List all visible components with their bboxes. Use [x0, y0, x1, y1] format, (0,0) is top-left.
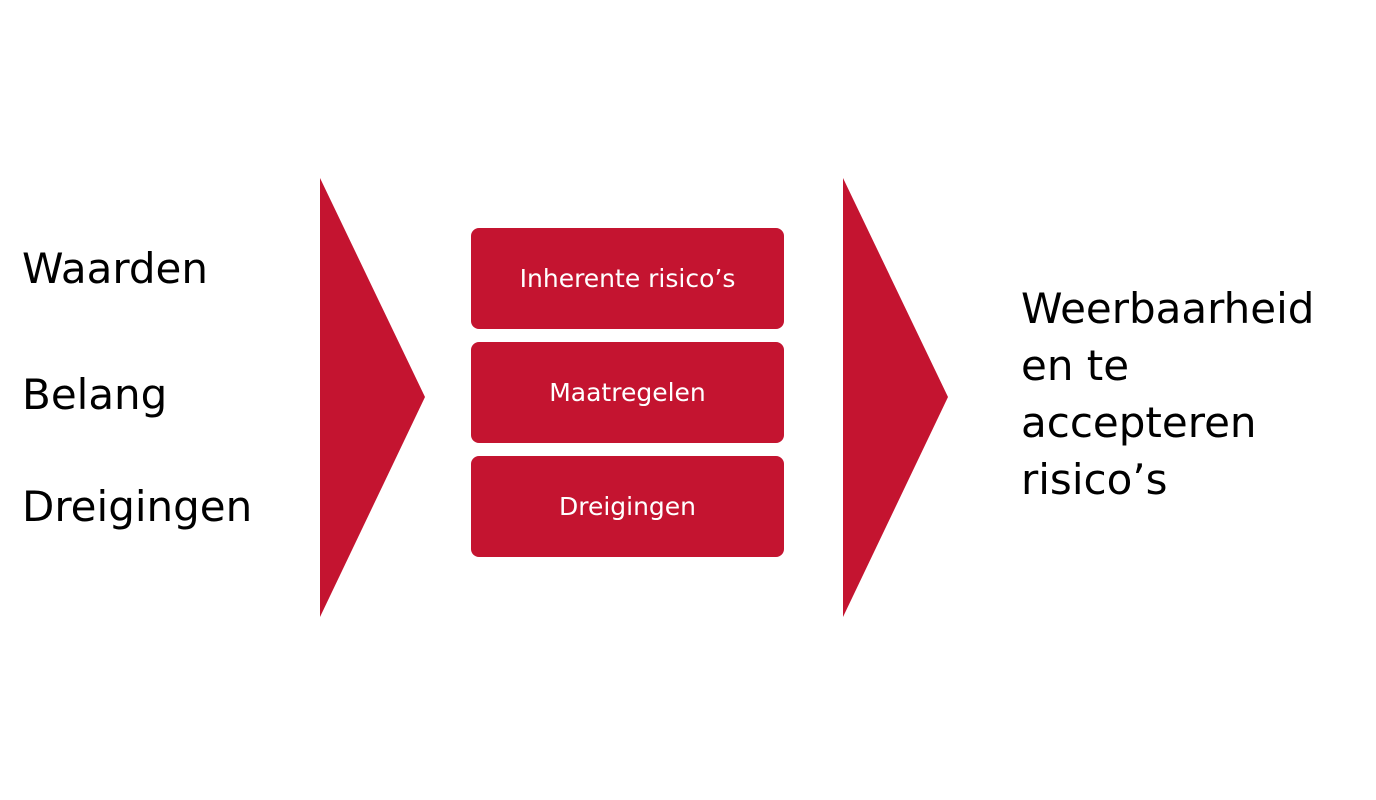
process-label: Dreigingen: [558, 492, 697, 521]
process-box-inherente-risicos: Inherente risico’s: [471, 228, 784, 329]
process-label: Inherente risico’s: [519, 264, 736, 293]
process-box-dreigingen: Dreigingen: [471, 456, 784, 557]
process-label: Maatregelen: [549, 378, 706, 407]
chevron-arrow-left: [320, 178, 425, 617]
input-belang: Belang: [22, 370, 168, 419]
process-box-maatregelen: Maatregelen: [471, 342, 784, 443]
output-text: Weerbaarheid en te accepteren risico’s: [1021, 284, 1315, 504]
input-waarden: Waarden: [22, 244, 208, 293]
input-dreigingen: Dreigingen: [22, 482, 253, 531]
chevron-arrow-right: [843, 178, 948, 617]
